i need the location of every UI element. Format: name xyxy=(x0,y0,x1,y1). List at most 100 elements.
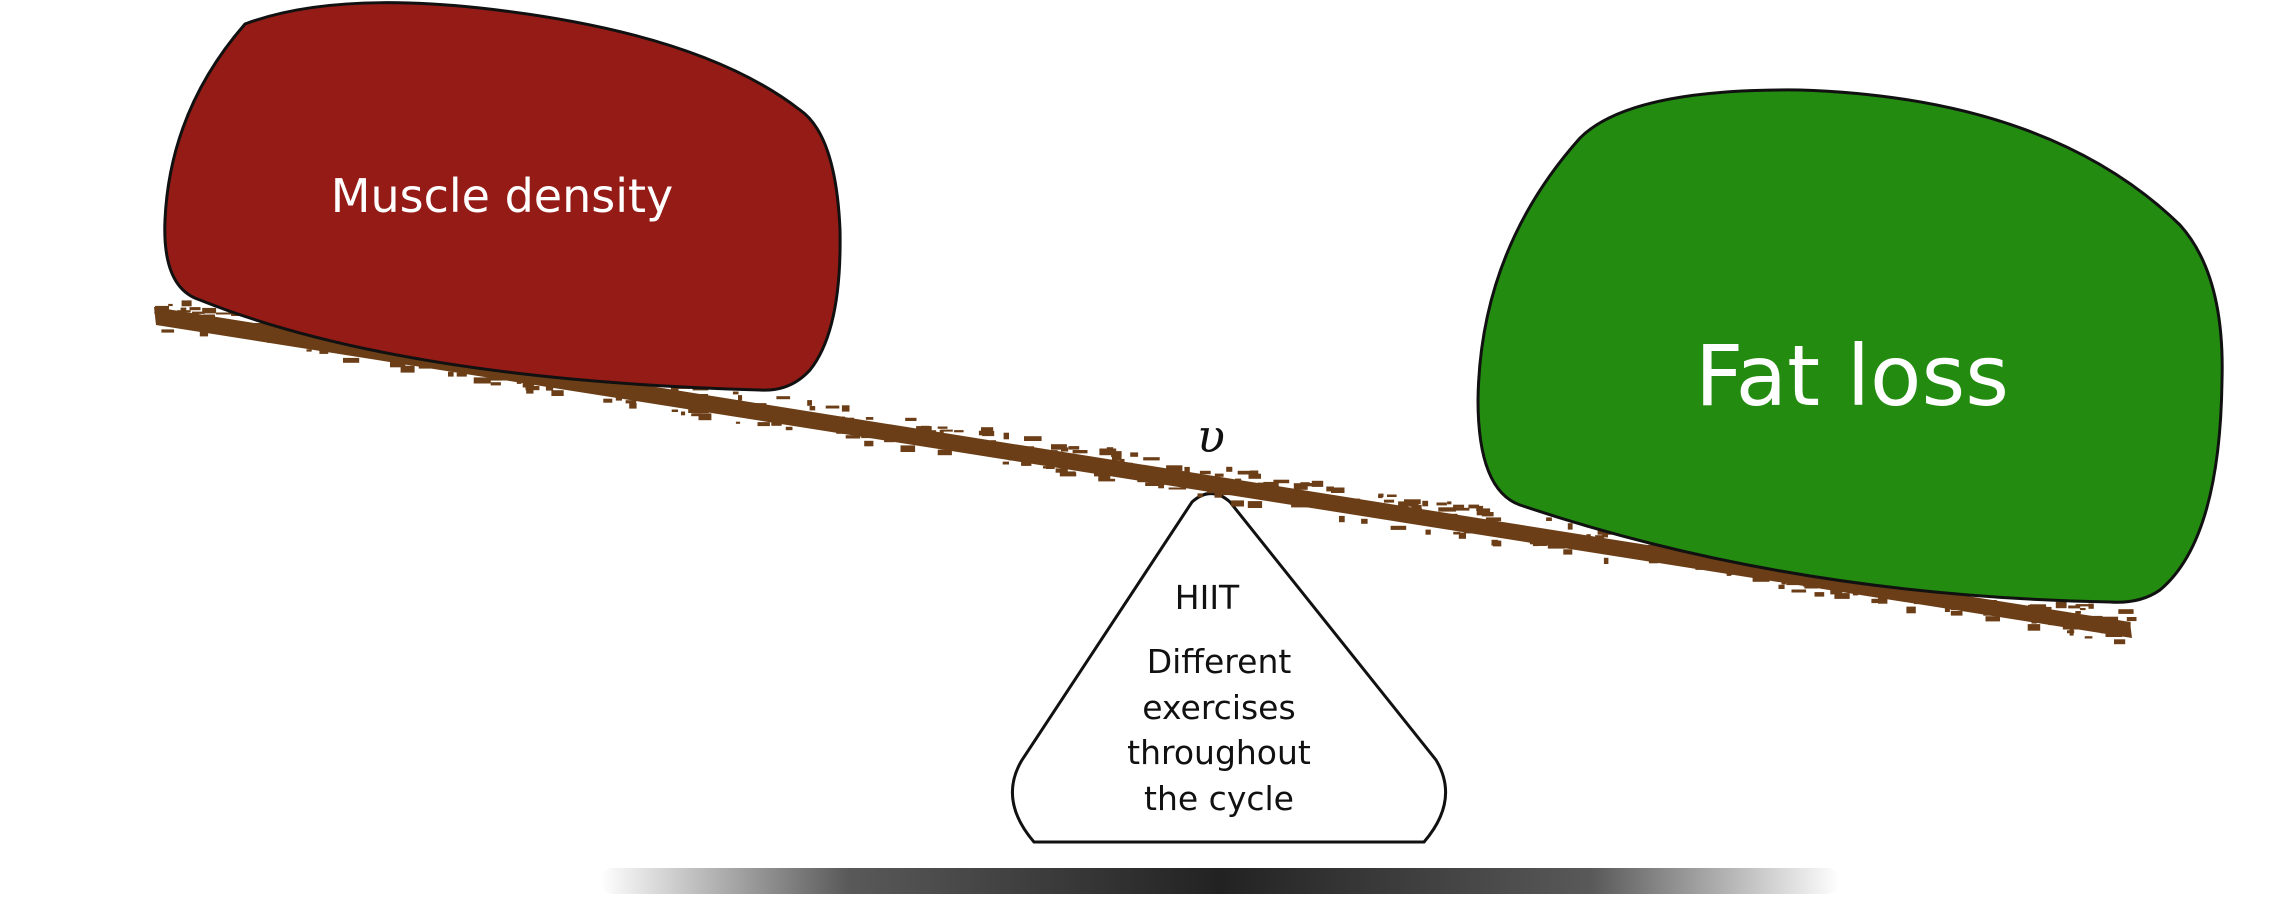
beam-texture-speck xyxy=(2047,613,2063,617)
beam-texture-speck xyxy=(836,427,849,434)
beam-texture-speck xyxy=(1814,592,1825,597)
beam-texture-speck xyxy=(1231,500,1244,507)
beam-texture-speck xyxy=(1950,611,1963,616)
beam-texture-speck xyxy=(221,324,235,327)
beam-texture-speck xyxy=(1558,541,1563,549)
beam-texture-speck xyxy=(1312,502,1324,505)
beam-texture-speck xyxy=(490,382,501,386)
beam-texture-speck xyxy=(239,335,258,338)
beam-texture-speck xyxy=(951,440,961,447)
beam-texture-speck xyxy=(1791,589,1807,593)
beam-texture-speck xyxy=(825,405,840,409)
beam-texture-speck xyxy=(900,431,913,435)
beam-texture-speck xyxy=(300,344,314,347)
beam-texture-speck xyxy=(1130,452,1139,457)
beam-texture-speck xyxy=(610,385,629,388)
beam-texture-speck xyxy=(1247,501,1263,508)
beam-texture-speck xyxy=(1803,581,1816,587)
beam-texture-speck xyxy=(161,329,175,333)
beam-texture-speck xyxy=(1094,469,1102,477)
beam-texture-speck xyxy=(1447,501,1452,505)
beam-texture-speck xyxy=(916,426,932,432)
beam-texture-speck xyxy=(1098,459,1103,466)
beam-texture-speck xyxy=(401,361,418,365)
beam-texture-speck xyxy=(1197,475,1204,483)
beam-texture-speck xyxy=(982,430,995,437)
beam-texture-speck xyxy=(1679,563,1694,566)
beam-texture-speck xyxy=(1359,500,1365,503)
beam-texture-speck xyxy=(1981,600,1997,605)
beam-texture-speck xyxy=(2113,621,2131,627)
beam-texture-speck xyxy=(833,416,845,421)
beam-texture-speck xyxy=(615,395,622,401)
beam-texture-speck xyxy=(1111,451,1122,457)
beam-texture-speck xyxy=(671,409,678,412)
beam-texture-speck xyxy=(1383,499,1395,503)
beam-texture-speck xyxy=(1443,513,1458,520)
beam-texture-speck xyxy=(1273,479,1290,484)
beam-texture-speck xyxy=(1311,480,1324,487)
beam-texture-speck xyxy=(2062,626,2080,630)
beam-texture-speck xyxy=(1143,457,1160,461)
beam-texture-speck xyxy=(1744,572,1758,576)
beam-texture-speck xyxy=(418,361,431,369)
beam-texture-speck xyxy=(698,413,712,421)
beam-texture-speck xyxy=(1215,492,1232,496)
beam-texture-speck xyxy=(1284,494,1290,499)
beam-texture-speck xyxy=(1422,500,1429,507)
beam-texture-speck xyxy=(1055,460,1070,467)
beam-texture-speck xyxy=(1786,580,1798,586)
beam-texture-speck xyxy=(1446,520,1464,526)
beam-texture-speck xyxy=(1330,506,1343,509)
beam-texture-speck xyxy=(525,386,540,391)
fulcrum-line-5: the cycle xyxy=(1144,779,1294,818)
beam-texture-speck xyxy=(522,382,535,388)
beam-texture-speck xyxy=(216,312,233,315)
beam-texture-speck xyxy=(937,426,948,429)
ground-shadow xyxy=(600,868,1840,894)
beam-texture-speck xyxy=(1059,472,1077,477)
beam-texture-speck xyxy=(333,348,349,352)
beam-texture-speck xyxy=(2105,631,2123,637)
beam-texture-speck xyxy=(1911,591,1921,594)
beam-texture-speck xyxy=(990,440,996,445)
beam-texture-speck xyxy=(1161,469,1177,476)
beam-texture-speck xyxy=(1119,458,1125,465)
beam-texture-speck xyxy=(1547,545,1566,549)
beam-texture-speck xyxy=(1914,598,1923,605)
beam-texture-speck xyxy=(2075,604,2092,607)
beam-texture-speck xyxy=(864,440,874,447)
beam-texture-speck xyxy=(199,330,209,337)
beam-texture-speck xyxy=(1249,470,1259,475)
beam-texture-speck xyxy=(1468,504,1480,509)
beam-texture-speck xyxy=(1378,495,1383,499)
beam-texture-speck xyxy=(982,445,996,450)
beam-texture-speck xyxy=(670,386,679,394)
beam-texture-speck xyxy=(1008,454,1027,461)
beam-texture-speck xyxy=(601,385,615,389)
beam-texture-speck xyxy=(1154,480,1163,485)
beam-texture-speck xyxy=(154,311,165,314)
beam-texture-speck xyxy=(796,413,803,416)
beam-texture-speck xyxy=(1146,468,1163,474)
beam-texture-speck xyxy=(2069,629,2074,636)
beam-texture-speck xyxy=(254,323,264,330)
beam-texture-speck xyxy=(1438,507,1457,512)
beam-texture-speck xyxy=(1339,515,1345,523)
beam-texture-speck xyxy=(1944,607,1950,612)
beam-texture-speck xyxy=(2101,616,2119,621)
beam-texture-speck xyxy=(1695,564,1703,570)
beam-texture-speck xyxy=(1546,517,1552,521)
beam-texture-speck xyxy=(1950,607,1957,611)
beam-texture-speck xyxy=(1318,494,1327,501)
beam-texture-speck xyxy=(2041,606,2052,612)
beam-texture-speck xyxy=(1532,542,1539,547)
beam-texture-speck xyxy=(516,379,522,384)
beam-texture-speck xyxy=(1603,557,1609,564)
beam-texture-speck xyxy=(673,402,679,405)
beam-texture-speck xyxy=(1846,582,1862,587)
beam-texture-speck xyxy=(1972,605,1988,612)
beam-texture-speck xyxy=(905,417,917,421)
beam-texture-speck xyxy=(2114,639,2126,645)
beam-texture-speck xyxy=(1586,534,1591,539)
